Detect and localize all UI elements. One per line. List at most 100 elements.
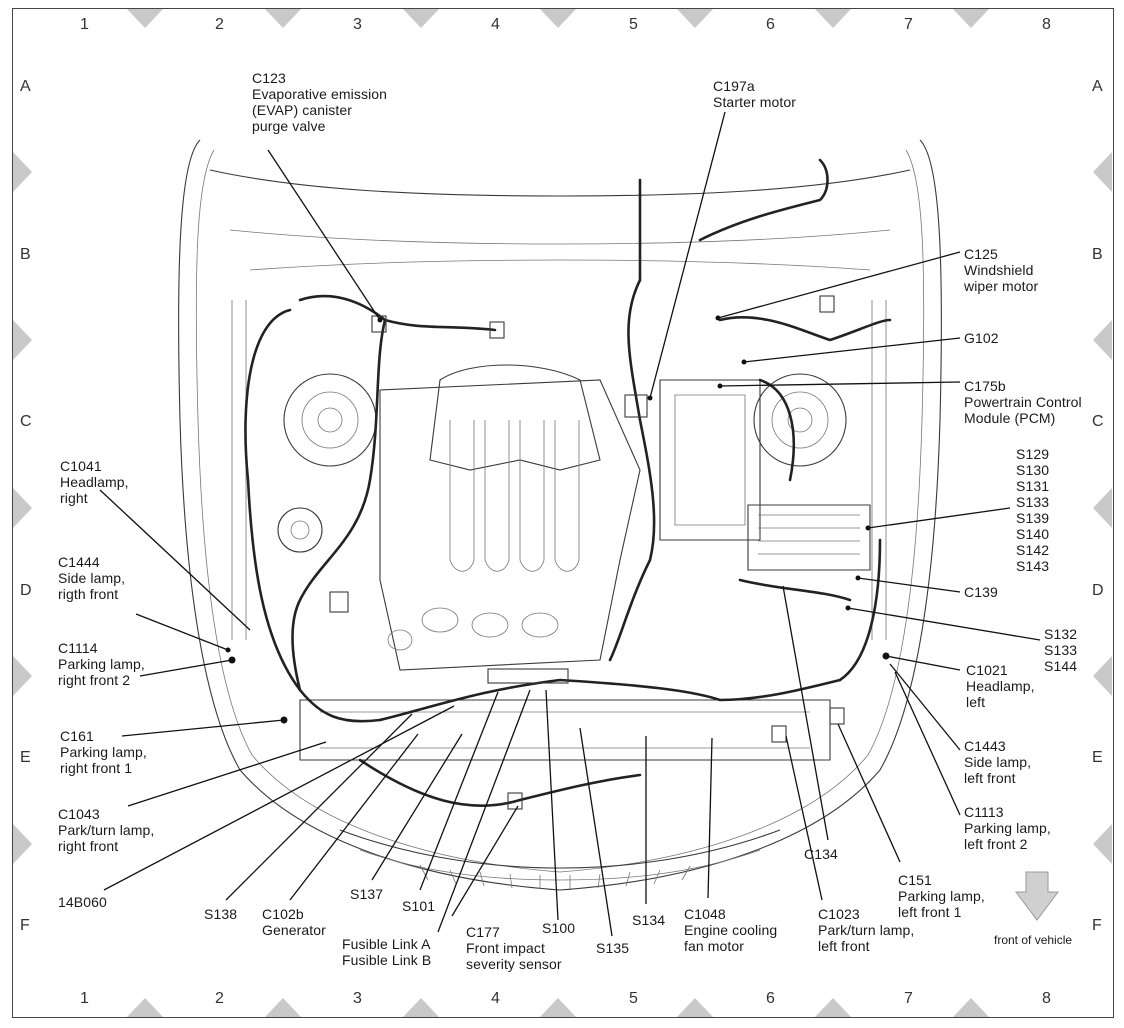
- label-c1444-side-lamp-right: C1444 Side lamp, rigth front: [58, 554, 126, 602]
- label-fusible-links: Fusible Link A Fusible Link B: [342, 936, 432, 968]
- label-c123-evap-purge-valve: C123 Evaporative emission (EVAP) caniste…: [252, 70, 388, 134]
- grid-marker-right: [1093, 656, 1112, 696]
- row-label-right-c: C: [1092, 413, 1104, 430]
- label-s101: S101: [402, 898, 436, 914]
- label-c161-parking-lamp-right-1: C161 Parking lamp, right front 1: [60, 728, 147, 776]
- row-label-right-b: B: [1092, 246, 1103, 263]
- leader-s137: [371, 733, 463, 881]
- leader-c1021: [885, 655, 961, 671]
- col-label-bottom-6: 6: [766, 990, 775, 1007]
- vehicle-body-outline: [178, 139, 942, 891]
- grid-marker-top: [953, 9, 989, 28]
- leader-s100: [545, 689, 559, 921]
- label-c1041-headlamp-right: C1041 Headlamp, right: [60, 458, 129, 506]
- row-label-right-e: E: [1092, 749, 1103, 766]
- label-c1048-cooling-fan-motor: C1048 Engine cooling fan motor: [684, 906, 778, 954]
- grid-marker-top: [127, 9, 163, 28]
- row-label-right-a: A: [1092, 78, 1103, 95]
- leader-lines: [99, 111, 1041, 937]
- grid-marker-bottom: [677, 998, 713, 1017]
- front-of-vehicle-caption: front of vehicle: [994, 933, 1073, 947]
- grid-marker-top: [677, 9, 713, 28]
- leader-s132: [847, 607, 1041, 641]
- row-label-left-a: A: [20, 78, 31, 95]
- label-c151-parking-lamp-left-1: C151 Parking lamp, left front 1: [898, 872, 985, 920]
- grid-marker-left: [13, 488, 32, 528]
- leader-c151: [837, 723, 901, 863]
- grid-marker-bottom: [403, 998, 439, 1017]
- grid-marker-left: [13, 656, 32, 696]
- label-c1023-park-turn-lamp-left: C1023 Park/turn lamp, left front: [818, 906, 915, 954]
- grid-marker-right: [1093, 320, 1112, 360]
- leader-s138: [225, 713, 413, 901]
- row-label-left-b: B: [20, 246, 31, 263]
- leader-14b060: [103, 705, 455, 891]
- row-label-left-d: D: [20, 582, 32, 599]
- label-c134: C134: [804, 846, 838, 862]
- leader-c1444: [135, 613, 229, 651]
- label-s137: S137: [350, 886, 384, 902]
- leader-c197a: [649, 111, 726, 399]
- col-label-top-2: 2: [215, 16, 224, 33]
- leader-g102: [743, 337, 961, 363]
- grid-marker-top: [265, 9, 301, 28]
- col-label-bottom-3: 3: [353, 990, 362, 1007]
- diagram-frame: [12, 8, 1114, 1018]
- label-s134: S134: [632, 912, 666, 928]
- leader-c1048: [707, 737, 713, 899]
- col-label-top-5: 5: [629, 16, 638, 33]
- label-c139: C139: [964, 584, 998, 600]
- grid-marker-right: [1093, 152, 1112, 192]
- leader-c1443: [889, 663, 961, 751]
- row-label-right-d: D: [1092, 582, 1104, 599]
- grid-marker-bottom: [540, 998, 576, 1017]
- leader-c175b: [719, 381, 961, 387]
- label-c102b-generator: C102b Generator: [262, 906, 326, 938]
- leader-c134: [782, 585, 829, 841]
- col-label-top-6: 6: [766, 16, 775, 33]
- leader-s101: [419, 691, 499, 891]
- grid-markers: [13, 9, 1112, 1017]
- leader-c1043: [127, 741, 327, 807]
- label-s132-s133-s144: S132 S133 S144: [1044, 626, 1078, 674]
- row-label-left-e: E: [20, 749, 31, 766]
- front-of-vehicle-arrow: [1015, 871, 1059, 921]
- leader-s135: [579, 727, 613, 937]
- grid-marker-top: [815, 9, 851, 28]
- grid-marker-bottom: [815, 998, 851, 1017]
- label-c197a-starter-motor: C197a Starter motor: [713, 78, 796, 110]
- label-s135: S135: [596, 940, 630, 956]
- leader-c1114: [139, 659, 233, 677]
- leader-c1113: [894, 671, 961, 816]
- label-c1021-headlamp-left: C1021 Headlamp, left: [966, 662, 1035, 710]
- label-g102: G102: [964, 330, 999, 346]
- label-splices-right-group: S129 S130 S131 S133 S139 S140 S142 S143: [1016, 446, 1050, 574]
- grid-marker-bottom: [127, 998, 163, 1017]
- label-c177-impact-sensor: C177 Front impact severity sensor: [466, 924, 562, 972]
- label-c175b-pcm: C175b Powertrain Control Module (PCM): [964, 378, 1082, 426]
- label-c1043-park-turn-lamp-right: C1043 Park/turn lamp, right front: [58, 806, 155, 854]
- grid-marker-left: [13, 152, 32, 192]
- leader-splices-right: [867, 507, 1011, 529]
- label-c125-wiper-motor: C125 Windshield wiper motor: [964, 246, 1039, 294]
- col-label-bottom-5: 5: [629, 990, 638, 1007]
- label-14b060: 14B060: [58, 894, 107, 910]
- grid-marker-right: [1093, 824, 1112, 864]
- col-label-bottom-1: 1: [80, 990, 89, 1007]
- grid-marker-left: [13, 320, 32, 360]
- col-label-top-7: 7: [904, 16, 913, 33]
- leader-c123: [267, 149, 381, 321]
- leader-fusible: [437, 689, 531, 933]
- grid-marker-top: [403, 9, 439, 28]
- label-s138: S138: [204, 906, 238, 922]
- leader-c161: [121, 719, 285, 737]
- col-label-bottom-8: 8: [1042, 990, 1051, 1007]
- row-label-left-c: C: [20, 413, 32, 430]
- leader-c177: [451, 805, 519, 917]
- col-label-top-1: 1: [80, 16, 89, 33]
- leader-c125: [717, 251, 961, 319]
- col-label-bottom-4: 4: [491, 990, 500, 1007]
- leader-c102b: [289, 733, 419, 901]
- leader-c139: [857, 577, 961, 593]
